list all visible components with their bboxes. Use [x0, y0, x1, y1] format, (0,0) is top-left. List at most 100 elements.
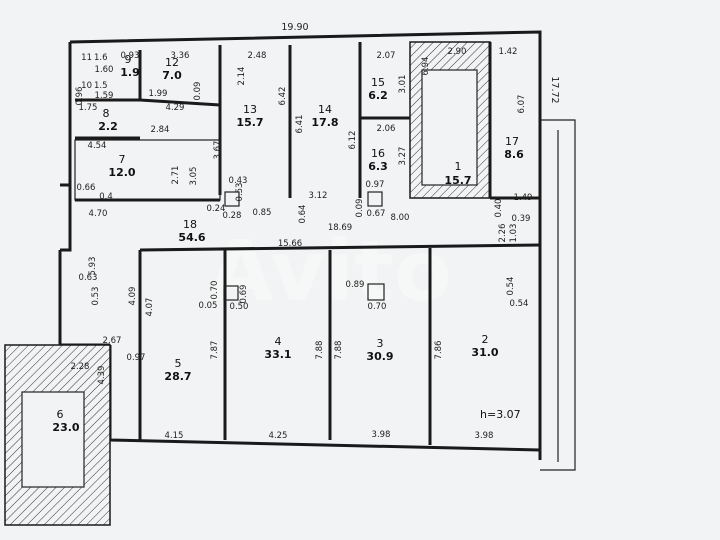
dim-label: 0.70	[210, 281, 220, 300]
room-17-number: 17	[505, 135, 519, 148]
dim-label: 0.43	[229, 176, 248, 186]
dim-label: 2.67	[103, 336, 122, 346]
dim-label: 0.97	[127, 353, 146, 363]
dim-label: 2.14	[237, 67, 247, 86]
room-3-area: 30.9	[366, 350, 393, 363]
dim-label: 0.67	[367, 209, 386, 219]
room-7-area: 12.0	[108, 166, 135, 179]
room-5-area: 28.7	[164, 370, 191, 383]
room-16-number: 16	[371, 147, 385, 160]
dim-label: 0.54	[510, 299, 529, 309]
room-18-number: 18	[183, 218, 197, 231]
room-15-number: 15	[371, 76, 385, 89]
dim-label: 3.36	[171, 51, 190, 61]
dim-label: 6.42	[278, 87, 288, 106]
dim-label: 1.42	[499, 47, 518, 57]
dim-label: 2.90	[448, 47, 467, 57]
dim-label: 3.98	[475, 431, 494, 441]
dim-label: 0.63	[79, 273, 98, 283]
room-18-area: 54.6	[178, 231, 205, 244]
dim-label: 3.67	[213, 141, 223, 160]
dim-label: 4.29	[166, 103, 185, 113]
dim-label: 0.64	[298, 205, 308, 224]
dim-label: 2.48	[248, 51, 267, 61]
room-9-number: 9	[125, 53, 132, 66]
dim-label: 2.06	[377, 124, 396, 134]
room-14-number: 14	[318, 103, 332, 116]
interior-walls	[74, 42, 541, 445]
ceiling-height: h=3.07	[480, 408, 521, 421]
room-11-area: 1.6	[94, 53, 108, 63]
dim-label: 4.70	[89, 209, 108, 219]
dim-label: 0.53	[91, 287, 101, 306]
overall-depth: 17.72	[549, 76, 560, 103]
dim-label: 0.93	[121, 51, 140, 61]
dim-label: 6.41	[295, 115, 305, 134]
dim-label: 0.89	[346, 280, 365, 290]
dim-label: 2.28	[71, 362, 90, 372]
dim-label: 4.54	[88, 141, 107, 151]
room-3-number: 3	[377, 337, 384, 350]
dim-label: 1.49	[514, 193, 533, 203]
room-7-number: 7	[119, 153, 126, 166]
dim-label: 18.69	[328, 223, 352, 233]
dim-label: 2.71	[171, 166, 181, 185]
dim-label: 0.09	[355, 199, 365, 218]
dim-label: 0.4	[99, 192, 113, 202]
dim-label: 6.12	[348, 131, 358, 150]
dim-label: 1.99	[149, 89, 168, 99]
dim-label: 0.69	[239, 285, 249, 304]
dim-label: 7.87	[210, 341, 220, 360]
room-1-number: 1	[455, 160, 462, 173]
room-2-number: 2	[482, 333, 489, 346]
dimension-labels: 3.36 2.48 2.07 2.90 1.42 0.93 1.60 1.59 …	[71, 47, 533, 441]
dim-label: 7.86	[434, 341, 444, 360]
room-13-number: 13	[243, 103, 257, 116]
dim-label: 0.54	[506, 277, 516, 296]
room-2-area: 31.0	[471, 346, 498, 359]
room-6-number: 6	[57, 408, 64, 421]
room-12-number: 12	[165, 56, 179, 69]
overall-width: 19.90	[281, 22, 308, 33]
dim-label: 6.94	[421, 57, 431, 76]
dim-label: 1.59	[95, 91, 114, 101]
room-13-area: 15.7	[236, 116, 263, 129]
dim-label: 0.24	[207, 204, 226, 214]
room-labels: 1 15.7 2 31.0 3 30.9 4 33.1 5 28.7 6 23.…	[52, 53, 524, 434]
dim-label: 15.66	[278, 239, 302, 249]
room-16-area: 6.3	[368, 160, 388, 173]
dim-label: 0.09	[193, 82, 203, 101]
dim-label: 1.60	[95, 65, 114, 75]
dim-label: 0.66	[77, 183, 96, 193]
room-9-area: 1.9	[120, 66, 140, 79]
dim-label: 0.50	[230, 302, 249, 312]
dim-label: 0.53	[235, 183, 245, 202]
dim-label: 0.70	[368, 302, 387, 312]
room-8-number: 8	[103, 107, 110, 120]
room-4-number: 4	[275, 335, 282, 348]
room-11-number: 11	[81, 53, 92, 63]
room-1-area: 15.7	[444, 174, 471, 187]
dim-label: 4.15	[165, 431, 184, 441]
room-8-area: 2.2	[98, 120, 118, 133]
dim-label: 0.28	[223, 211, 242, 221]
dim-label: 7.88	[334, 341, 344, 360]
room-10-number: 10	[81, 81, 92, 91]
dim-label: 3.27	[398, 147, 408, 166]
dim-label: 1.75	[79, 103, 98, 113]
dim-label: 6.07	[517, 95, 527, 114]
room-15-area: 6.2	[368, 89, 388, 102]
dim-label: 3.05	[189, 167, 199, 186]
dim-label: 7.88	[315, 341, 325, 360]
dim-label: 5.93	[88, 257, 98, 276]
dim-label: 2.07	[377, 51, 396, 61]
dim-label: 0.39	[512, 214, 531, 224]
dim-label: 0.05	[199, 301, 218, 311]
dim-label: 2.26	[498, 224, 508, 243]
dim-label: 3.12	[309, 191, 328, 201]
room-14-area: 17.8	[311, 116, 338, 129]
dim-label: 0.40	[494, 199, 504, 218]
dim-label: 4.07	[145, 298, 155, 317]
room-4-area: 33.1	[264, 348, 291, 361]
